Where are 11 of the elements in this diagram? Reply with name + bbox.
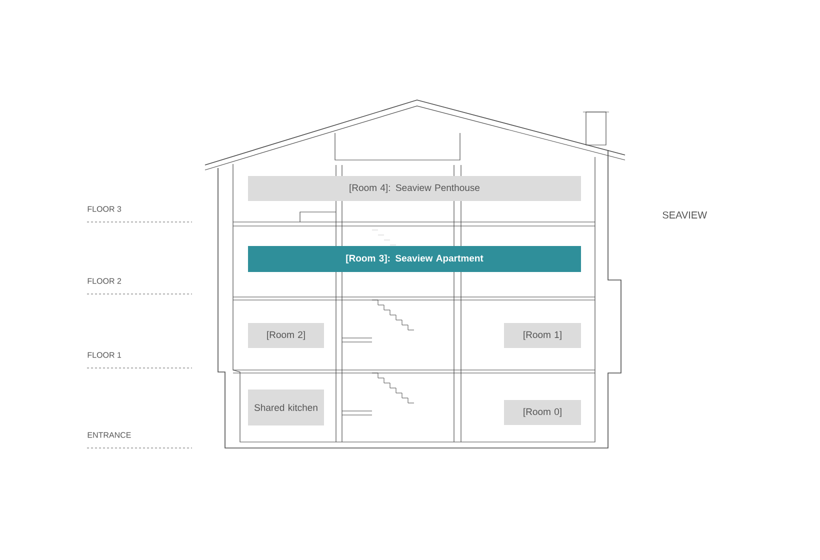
room-label-box: [Room 3]: Seaview Apartment <box>248 246 581 272</box>
side-label: SEAVIEW <box>662 211 707 219</box>
room-label-box: [Room 2] <box>248 323 324 348</box>
room-label-box: [Room 4]: Seaview Penthouse <box>248 176 581 201</box>
floor-label: FLOOR 2 <box>88 278 122 284</box>
room-label-box: Shared kitchen <box>248 390 324 426</box>
floor-label: FLOOR 3 <box>88 206 122 212</box>
room-label-box: [Room 1] <box>504 323 581 348</box>
floor-label: FLOOR 1 <box>88 352 122 358</box>
floor-label: ENTRANCE <box>88 432 131 438</box>
room-label-box: [Room 0] <box>504 400 581 425</box>
